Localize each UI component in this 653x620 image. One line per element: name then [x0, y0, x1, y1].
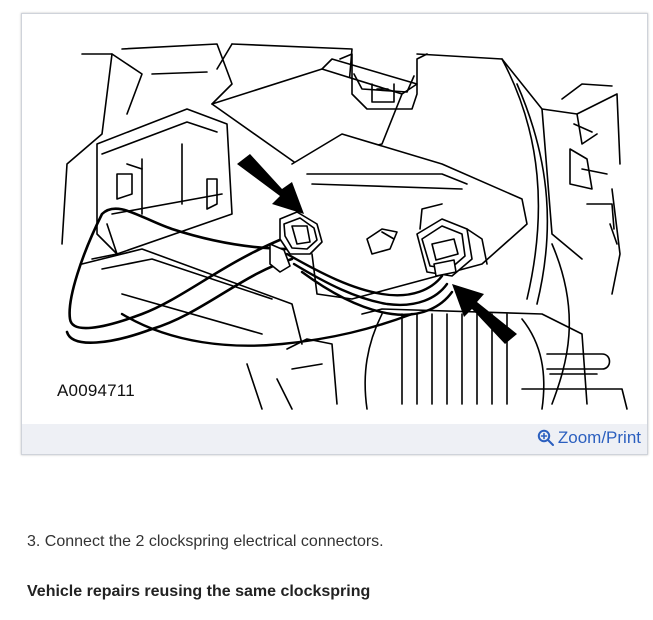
clockspring-connector-diagram: A0094711 [22, 14, 647, 424]
figure-footer-bar: Zoom/Print [22, 424, 647, 454]
zoom-print-link[interactable]: Zoom/Print [537, 428, 641, 448]
figure-id-label: A0094711 [57, 381, 135, 400]
zoom-print-label: Zoom/Print [557, 428, 641, 447]
section-subheading: Vehicle repairs reusing the same clocksp… [27, 583, 371, 600]
step-instruction: 3. Connect the 2 clockspring electrical … [27, 533, 384, 550]
figure-container: A0094711 Zoom/Print [21, 13, 648, 455]
zoom-in-icon [537, 429, 555, 447]
